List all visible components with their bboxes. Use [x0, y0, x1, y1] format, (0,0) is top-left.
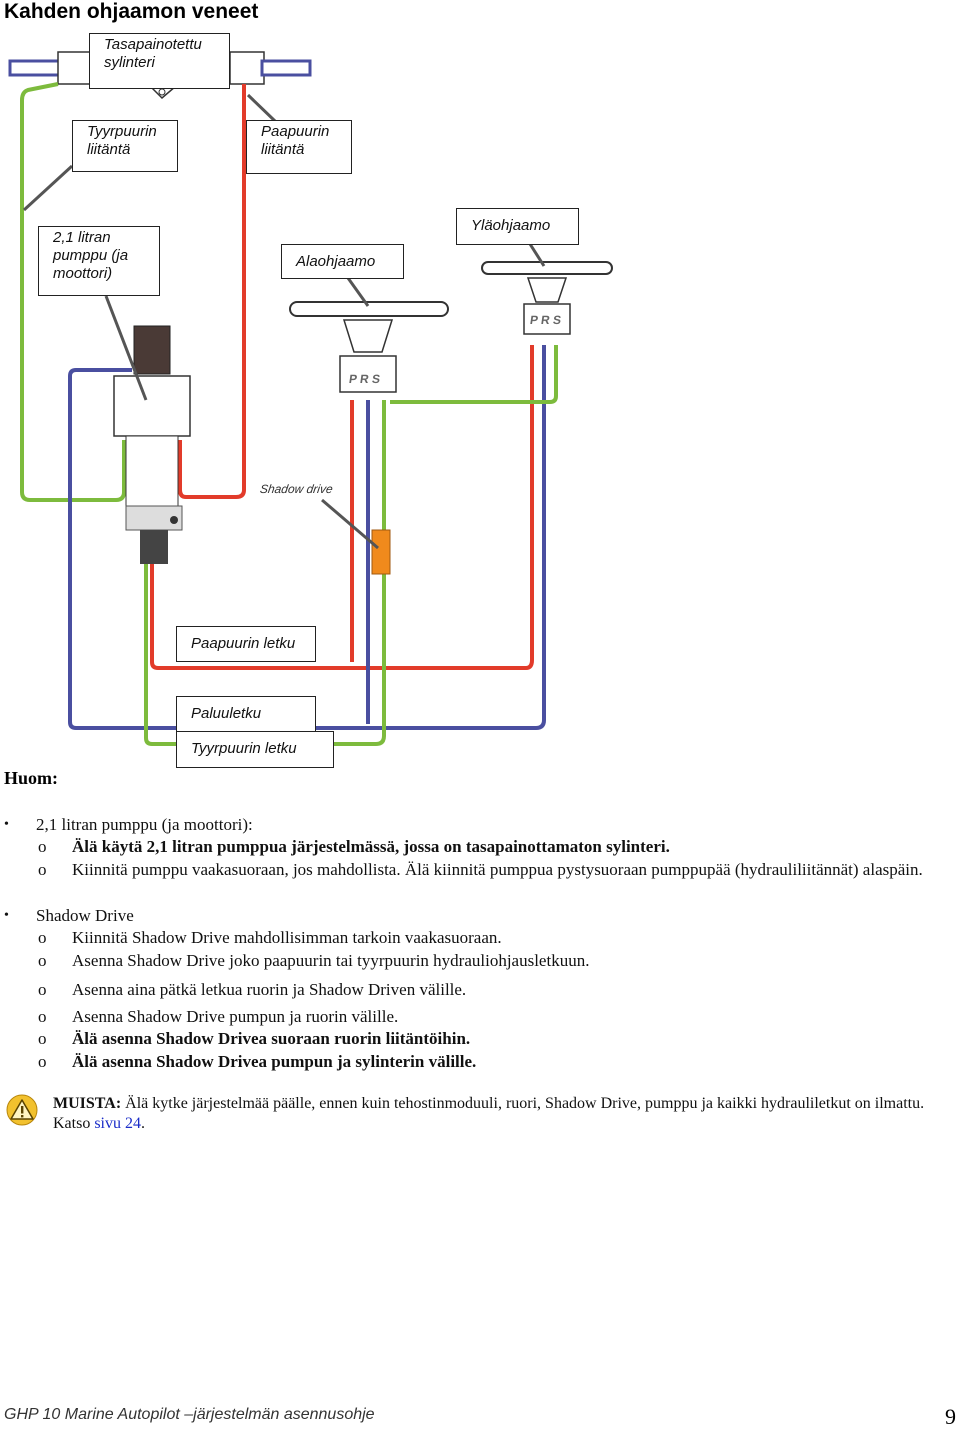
note-bullet-1: 2,1 litran pumppu (ja moottori): [36, 815, 253, 834]
bullet-symbol: • [4, 908, 9, 923]
lower-helm-ports: P R S [348, 372, 382, 386]
label-starboard-hose: Tyyrpuurin letku [176, 731, 334, 768]
note-b1-sub1: Älä käytä 2,1 litran pumppua järjestelmä… [72, 837, 670, 856]
note-bullet-2: Shadow Drive [36, 906, 134, 925]
notes-heading: Huom: [4, 768, 58, 788]
note-b2-sub6: Älä asenna Shadow Drivea pumpun ja sylin… [72, 1052, 477, 1071]
note-b2-sub2: Asenna Shadow Drive joko paapuurin tai t… [72, 951, 590, 970]
upper-helm-ports: P R S [529, 313, 563, 327]
label-lower-helm: Alaohjaamo [281, 244, 404, 279]
lower-helm-wheel [289, 301, 449, 393]
starboard-line-cylinder [20, 82, 126, 502]
label-cylinder: Tasapainotettu sylinteri [89, 33, 230, 89]
note-b2-sub1: Kiinnitä Shadow Drive mahdollisimman tar… [72, 928, 502, 947]
label-port-hose: Paapuurin letku [176, 626, 316, 662]
upper-helm-green [390, 345, 558, 404]
label-port-port: Paapuurin liitäntä [246, 120, 352, 174]
pump-assembly [113, 325, 191, 564]
sub-symbol: o [38, 951, 47, 970]
reminder-end: . [141, 1115, 145, 1132]
port-hose-line [150, 345, 534, 670]
sub-symbol: o [38, 837, 47, 856]
sub-symbol: o [38, 980, 47, 999]
return-line [68, 345, 546, 730]
shadow-drive-unit [371, 529, 391, 575]
label-upper-helm: Yläohjaamo [456, 208, 579, 245]
page-number: 9 [945, 1404, 956, 1429]
label-starboard-port: Tyyrpuurin liitäntä [72, 120, 178, 172]
label-pump: 2,1 litran pumppu (ja moottori) [38, 226, 160, 296]
upper-helm-wheel [481, 261, 613, 335]
port-line-cylinder [178, 84, 246, 499]
footer-text: GHP 10 Marine Autopilot –järjestelmän as… [4, 1406, 375, 1423]
sub-symbol: o [38, 1052, 47, 1071]
note-b2-sub5: Älä asenna Shadow Drivea suoraan ruorin … [72, 1029, 471, 1048]
page-title: Kahden ohjaamon veneet [4, 0, 259, 23]
warning-icon [6, 1094, 38, 1126]
sub-symbol: o [38, 928, 47, 947]
hydraulic-diagram [8, 51, 613, 746]
sub-symbol: o [38, 1029, 47, 1048]
page-24-link[interactable]: sivu 24 [94, 1115, 141, 1132]
sub-symbol: o [38, 1007, 47, 1026]
sub-symbol: o [38, 860, 47, 879]
label-return-hose: Paluuletku [176, 696, 316, 732]
shadow-drive-tag: Shadow drive [259, 482, 334, 496]
note-b2-sub4: Asenna Shadow Drive pumpun ja ruorin väl… [72, 1007, 399, 1026]
note-b2-sub3: Asenna aina pätkä letkua ruorin ja Shado… [72, 980, 467, 999]
reminder-note: MUISTA: Älä kytke järjestelmää päälle, e… [53, 1094, 953, 1134]
note-b1-sub2: Kiinnitä pumppu vaakasuoraan, jos mahdol… [72, 860, 923, 879]
bullet-symbol: • [4, 817, 9, 832]
reminder-text: Älä kytke järjestelmää päälle, ennen kui… [53, 1095, 925, 1132]
reminder-lead: MUISTA: [53, 1095, 122, 1112]
